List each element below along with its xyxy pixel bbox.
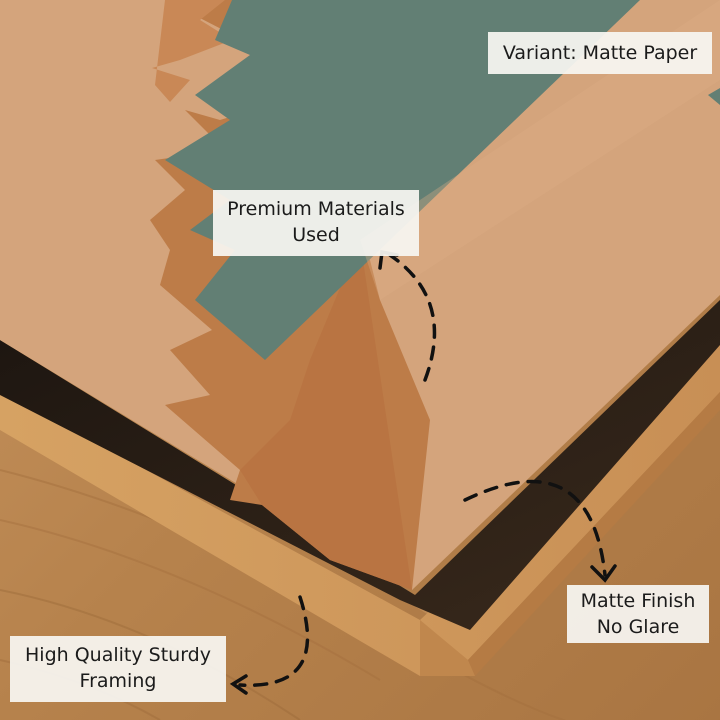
frame-shadow-gap bbox=[0, 300, 720, 630]
callout-premium-line2: Used bbox=[292, 224, 340, 246]
dashed-arrow-framing bbox=[229, 595, 310, 695]
callout-framing-line1: High Quality Sturdy bbox=[25, 644, 211, 666]
callout-matte-finish: Matte Finish No Glare bbox=[567, 585, 709, 643]
callout-premium-materials: Premium Materials Used bbox=[213, 190, 419, 256]
dashed-arrow-matte bbox=[463, 479, 617, 583]
callout-framing-line2: Framing bbox=[79, 670, 157, 692]
callout-matte-line2: No Glare bbox=[596, 616, 680, 638]
poster bbox=[0, 0, 720, 590]
callout-variant: Variant: Matte Paper bbox=[488, 32, 712, 74]
callout-variant-text: Variant: Matte Paper bbox=[502, 42, 698, 64]
callout-matte-line1: Matte Finish bbox=[580, 590, 696, 612]
callout-framing: High Quality Sturdy Framing bbox=[10, 636, 226, 702]
callout-premium-line1: Premium Materials bbox=[227, 198, 405, 220]
